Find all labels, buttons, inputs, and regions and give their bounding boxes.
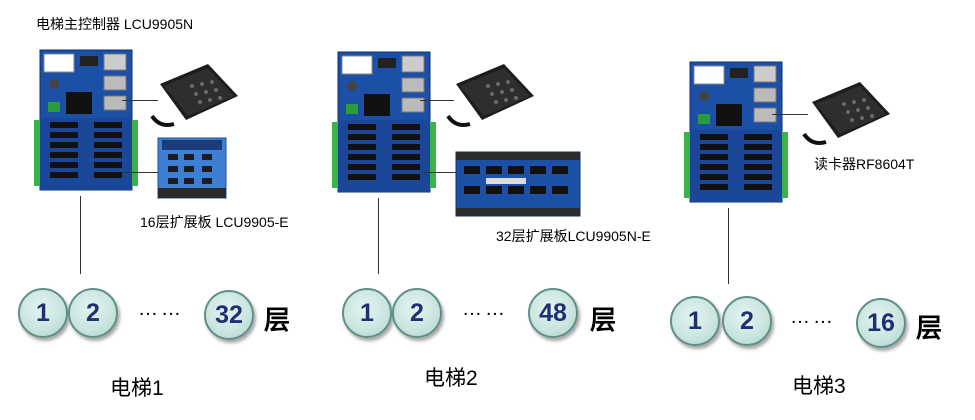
expansion-board-16 bbox=[157, 137, 227, 199]
connector-line bbox=[122, 172, 158, 173]
card-reader-1 bbox=[150, 62, 240, 127]
elevator-1-label: 电梯1 bbox=[110, 377, 164, 400]
elevator-3-label: 电梯3 bbox=[792, 375, 846, 398]
ext16-label: 16层扩展板 LCU9905-E bbox=[140, 214, 289, 230]
floor-circle: 2 bbox=[68, 288, 118, 338]
expansion-board-32 bbox=[455, 151, 581, 217]
main-controller-board-2 bbox=[331, 51, 437, 193]
floor-circle: 16 bbox=[856, 298, 906, 348]
floor-unit: 层 bbox=[590, 305, 617, 335]
main-controller-board-3 bbox=[683, 61, 789, 203]
connector-line bbox=[772, 114, 808, 115]
elevator-2-label: 电梯2 bbox=[424, 367, 478, 390]
floor-ellipsis: …… bbox=[138, 298, 184, 320]
floor-circle: 1 bbox=[670, 296, 720, 346]
card-reader-3 bbox=[802, 80, 892, 145]
elevator-3-riser-line bbox=[728, 208, 729, 284]
floor-circle: 1 bbox=[18, 288, 68, 338]
floor-circle: 32 bbox=[204, 290, 254, 340]
elevator-2-riser-line bbox=[378, 198, 379, 274]
connector-line bbox=[122, 100, 158, 101]
reader-label: 读卡器RF8604T bbox=[814, 156, 915, 172]
floor-circle: 2 bbox=[392, 288, 442, 338]
floor-circle: 1 bbox=[342, 288, 392, 338]
ext32-label: 32层扩展板LCU9905N-E bbox=[496, 228, 651, 244]
floor-unit: 层 bbox=[264, 305, 291, 335]
floor-ellipsis: …… bbox=[790, 306, 836, 328]
floor-circle: 2 bbox=[722, 296, 772, 346]
main-controller-board-1 bbox=[33, 49, 139, 191]
connector-line bbox=[420, 172, 456, 173]
floor-unit: 层 bbox=[916, 313, 943, 343]
elevator-1-riser-line bbox=[80, 196, 81, 274]
connector-line bbox=[420, 100, 454, 101]
card-reader-2 bbox=[446, 62, 536, 127]
main-controller-title: 电梯主控制器 LCU9905N bbox=[36, 16, 194, 32]
floor-ellipsis: …… bbox=[462, 298, 508, 320]
floor-circle: 48 bbox=[528, 288, 578, 338]
